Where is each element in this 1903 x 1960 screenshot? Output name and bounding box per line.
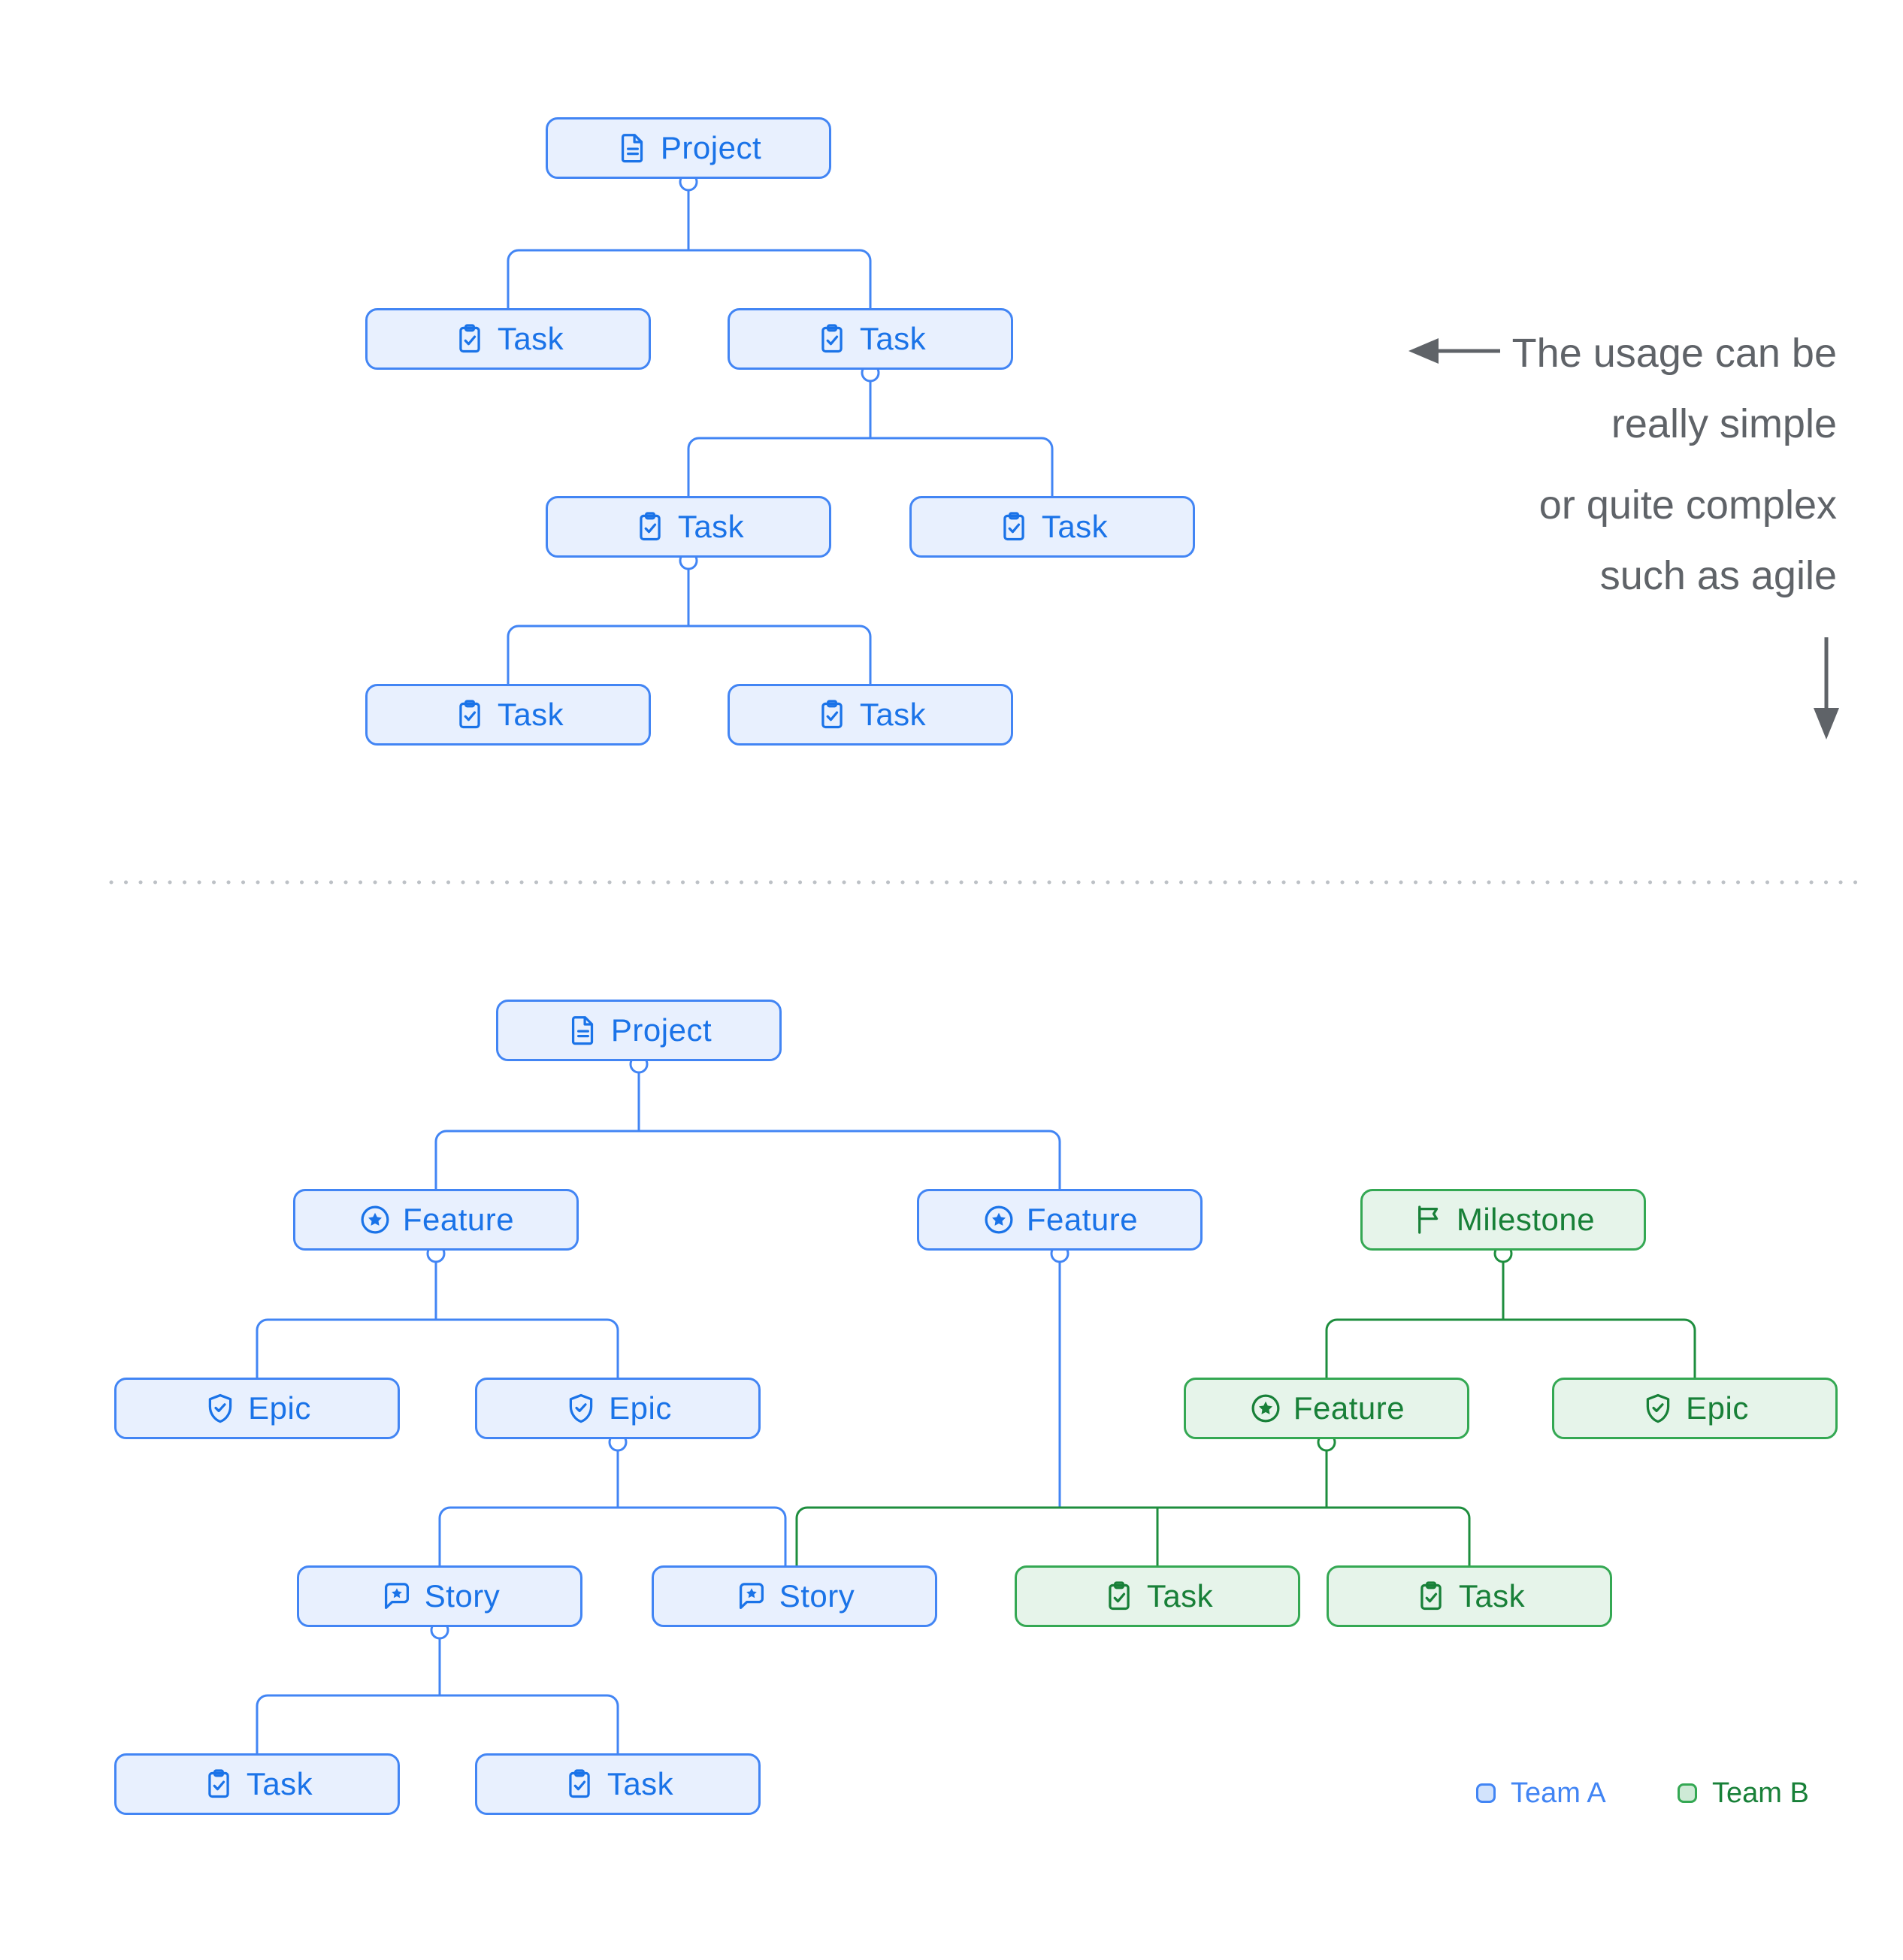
node-t-task-1: Task bbox=[365, 308, 651, 370]
node-label: Story bbox=[424, 1578, 501, 1614]
annotation-text: The usage can be really simple or quite … bbox=[1512, 318, 1837, 611]
task-icon bbox=[1102, 1579, 1136, 1614]
node-t-task-6: Task bbox=[728, 684, 1013, 746]
story-icon bbox=[380, 1579, 414, 1614]
legend-item-team-b: Team B bbox=[1678, 1774, 1809, 1813]
node-b-story-1: Story bbox=[297, 1565, 582, 1627]
feature-icon bbox=[1248, 1391, 1283, 1426]
task-icon bbox=[452, 322, 487, 356]
task-icon bbox=[815, 697, 849, 732]
node-label: Task bbox=[497, 321, 564, 356]
annotation-line-3: or quite complex bbox=[1538, 482, 1837, 528]
node-label: Milestone bbox=[1456, 1202, 1596, 1237]
task-icon bbox=[633, 510, 667, 544]
team-b-swatch-icon bbox=[1678, 1783, 1697, 1803]
node-label: Task bbox=[497, 697, 564, 732]
feature-icon bbox=[982, 1202, 1016, 1237]
annotation-line-1: The usage can be bbox=[1511, 331, 1837, 376]
node-label: Task bbox=[607, 1766, 674, 1801]
node-b-epic-3: Epic bbox=[1552, 1378, 1838, 1439]
node-label: Feature bbox=[1026, 1202, 1139, 1237]
node-label: Task bbox=[677, 509, 745, 544]
node-label: Task bbox=[859, 697, 927, 732]
node-label: Epic bbox=[609, 1390, 672, 1426]
node-label: Feature bbox=[1293, 1390, 1405, 1426]
task-icon bbox=[562, 1767, 597, 1801]
task-icon bbox=[1414, 1579, 1448, 1614]
team-a-swatch-icon bbox=[1476, 1783, 1496, 1803]
node-label: Project bbox=[660, 130, 762, 165]
task-icon bbox=[452, 697, 487, 732]
node-label: Task bbox=[1146, 1578, 1214, 1614]
node-label: Task bbox=[1041, 509, 1109, 544]
node-t-project: Project bbox=[546, 117, 831, 179]
node-b-story-2: Story bbox=[652, 1565, 937, 1627]
annotation-line-4: such as agile bbox=[1599, 553, 1837, 598]
node-label: Task bbox=[246, 1766, 313, 1801]
node-b-epic-2: Epic bbox=[475, 1378, 761, 1439]
down-arrow-icon bbox=[1814, 637, 1839, 740]
node-t-task-5: Task bbox=[365, 684, 651, 746]
node-b-feature-1: Feature bbox=[293, 1189, 579, 1251]
node-label: Task bbox=[859, 321, 927, 356]
node-t-task-3: Task bbox=[546, 496, 831, 558]
node-t-task-2: Task bbox=[728, 308, 1013, 370]
epic-icon bbox=[1641, 1391, 1675, 1426]
document-icon bbox=[566, 1013, 601, 1048]
task-icon bbox=[997, 510, 1031, 544]
node-b-task-g1: Task bbox=[1015, 1565, 1300, 1627]
node-label: Epic bbox=[248, 1390, 311, 1426]
node-b-task-1: Task bbox=[114, 1753, 400, 1815]
legend: Team A Team B bbox=[0, 1774, 1903, 1813]
bottom-tree-connectors bbox=[256, 1054, 1696, 1753]
feature-icon bbox=[358, 1202, 392, 1237]
node-label: Task bbox=[1458, 1578, 1526, 1614]
milestone-icon bbox=[1411, 1202, 1446, 1237]
node-b-epic-1: Epic bbox=[114, 1378, 400, 1439]
node-t-task-4: Task bbox=[909, 496, 1195, 558]
node-label: Story bbox=[779, 1578, 855, 1614]
legend-label-team-b: Team B bbox=[1712, 1777, 1809, 1809]
left-arrow-icon bbox=[1408, 338, 1500, 364]
task-icon bbox=[815, 322, 849, 356]
epic-icon bbox=[203, 1391, 237, 1426]
document-icon bbox=[616, 131, 650, 165]
legend-item-team-a: Team A bbox=[1476, 1774, 1606, 1813]
node-label: Epic bbox=[1686, 1390, 1749, 1426]
node-b-milestone: Milestone bbox=[1360, 1189, 1646, 1251]
annotation-line-2: really simple bbox=[1611, 401, 1837, 446]
node-label: Feature bbox=[402, 1202, 515, 1237]
node-b-task-2: Task bbox=[475, 1753, 761, 1815]
task-icon bbox=[201, 1767, 236, 1801]
legend-label-team-a: Team A bbox=[1511, 1777, 1606, 1809]
node-label: Project bbox=[610, 1012, 712, 1048]
node-b-feature-3: Feature bbox=[1184, 1378, 1469, 1439]
node-b-task-g2: Task bbox=[1327, 1565, 1612, 1627]
node-b-project: Project bbox=[496, 1000, 782, 1061]
epic-icon bbox=[564, 1391, 598, 1426]
node-b-feature-2: Feature bbox=[917, 1189, 1203, 1251]
story-icon bbox=[734, 1579, 769, 1614]
top-tree-connectors bbox=[507, 172, 1054, 684]
